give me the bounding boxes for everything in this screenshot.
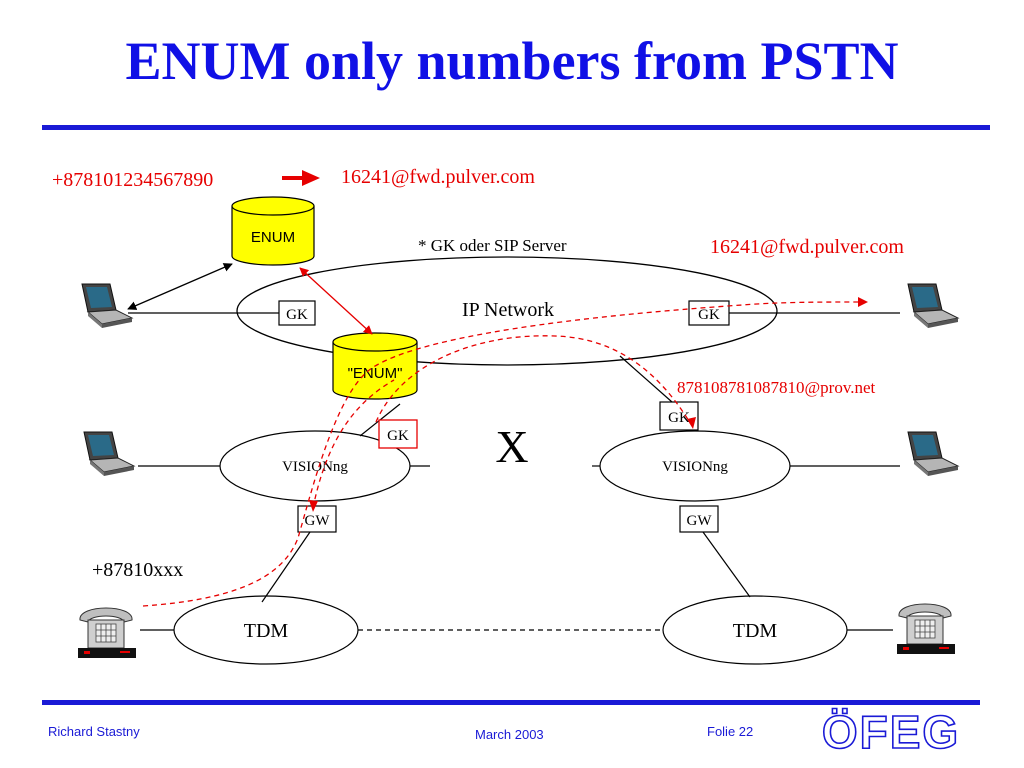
tdm-left-label: TDM [244, 620, 289, 642]
gw-box-right-label: GW [687, 513, 713, 529]
database-icon [332, 332, 418, 352]
ip-network-cloud [236, 256, 778, 366]
phone-prefix-label: +87810xxx [92, 559, 183, 581]
laptop-icon [907, 283, 959, 329]
query-result-label: 16241@fwd.pulver.com [341, 166, 535, 188]
laptop-icon [907, 431, 959, 477]
gw-box-left-label: GW [305, 513, 331, 529]
visionng-right-label: VISIONng [662, 459, 728, 475]
footer-author: Richard Stastny [48, 724, 140, 739]
broken-link-mark: X [495, 421, 528, 472]
gk-box-ip-left-label: GK [286, 307, 308, 323]
gk-sip-note: * GK oder SIP Server [418, 236, 567, 255]
ip-network-label: IP Network [462, 299, 554, 321]
gk-box-vision-left-label: GK [387, 428, 409, 444]
prov-uri: 878108781087810@prov.net [677, 378, 876, 397]
slide-title: ENUM only numbers from PSTN [125, 31, 899, 91]
laptop-icon [83, 431, 135, 477]
footer-date: March 2003 [475, 727, 544, 742]
signaling-paths [142, 301, 867, 607]
gw-box-left [297, 505, 337, 533]
footer-slide-number: Folie 22 [707, 724, 754, 739]
gk-box-ip-right-label: GK [698, 307, 720, 323]
tdm-right-label: TDM [733, 620, 778, 642]
telephone-icon [896, 603, 956, 655]
enum-database: ENUM [231, 196, 315, 266]
private-enum-label: "ENUM" [348, 365, 403, 382]
gk-box-vision-left [378, 419, 418, 449]
gk-box-vision-right-label: GK [668, 410, 690, 426]
network-diagram: +878101234567890 16241@fwd.pulver.com EN… [52, 166, 959, 665]
e164-number-label: +878101234567890 [52, 169, 213, 191]
destination-uri: 16241@fwd.pulver.com [710, 236, 904, 258]
database-icon [231, 196, 315, 216]
gw-box-right [679, 505, 719, 533]
visionng-left-label: VISIONng [282, 459, 348, 475]
footer-rule [42, 700, 980, 705]
private-enum-database: "ENUM" [332, 332, 418, 400]
title-underline [42, 125, 990, 130]
arrow-icon [302, 170, 320, 186]
svg-text:ÖFEG: ÖFEG [822, 706, 960, 756]
telephone-icon [77, 607, 137, 659]
enum-database-label: ENUM [251, 229, 295, 246]
ofeg-logo: ÖFEG [821, 705, 960, 756]
laptop-icon [81, 283, 133, 329]
